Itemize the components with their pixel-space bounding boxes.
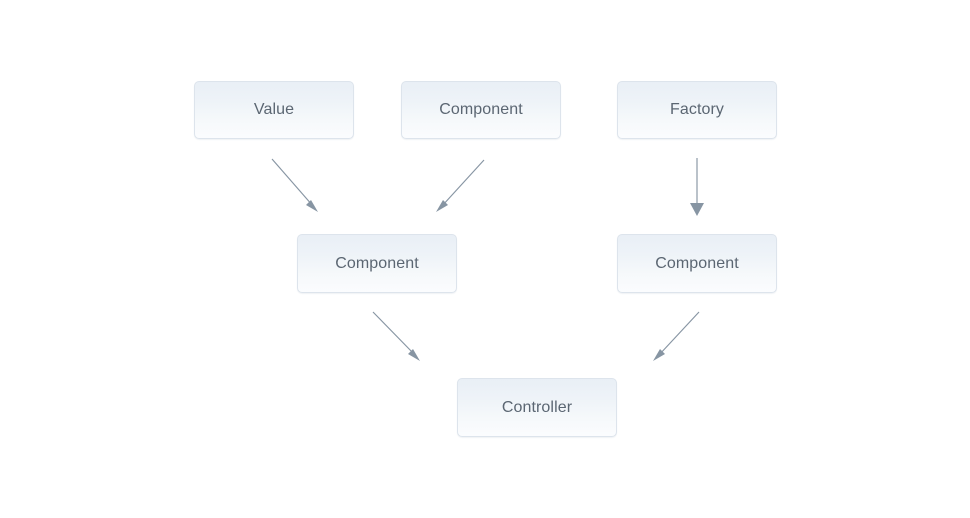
node-label: Component (439, 101, 523, 118)
edge-component-top-to-component-mid-left (436, 159, 485, 212)
node-value[interactable]: Value (194, 81, 354, 139)
node-factory[interactable]: Factory (617, 81, 777, 139)
node-component-mid-right[interactable]: Component (617, 234, 777, 293)
node-label: Value (253, 101, 295, 118)
node-label: Component (335, 254, 419, 272)
edge-component-mid-left-to-controller (372, 311, 420, 361)
edge-value-to-component-mid-left (271, 158, 318, 212)
edge-factory-to-component-mid-right (690, 158, 704, 216)
node-component-top[interactable]: Component (401, 81, 561, 139)
node-label: Factory (669, 101, 725, 118)
node-controller[interactable]: Controller (457, 378, 617, 437)
edge-component-mid-right-to-controller (653, 311, 700, 361)
node-component-mid-left[interactable]: Component (297, 234, 457, 293)
node-label: Component (655, 254, 739, 272)
node-label: Controller (501, 398, 573, 416)
